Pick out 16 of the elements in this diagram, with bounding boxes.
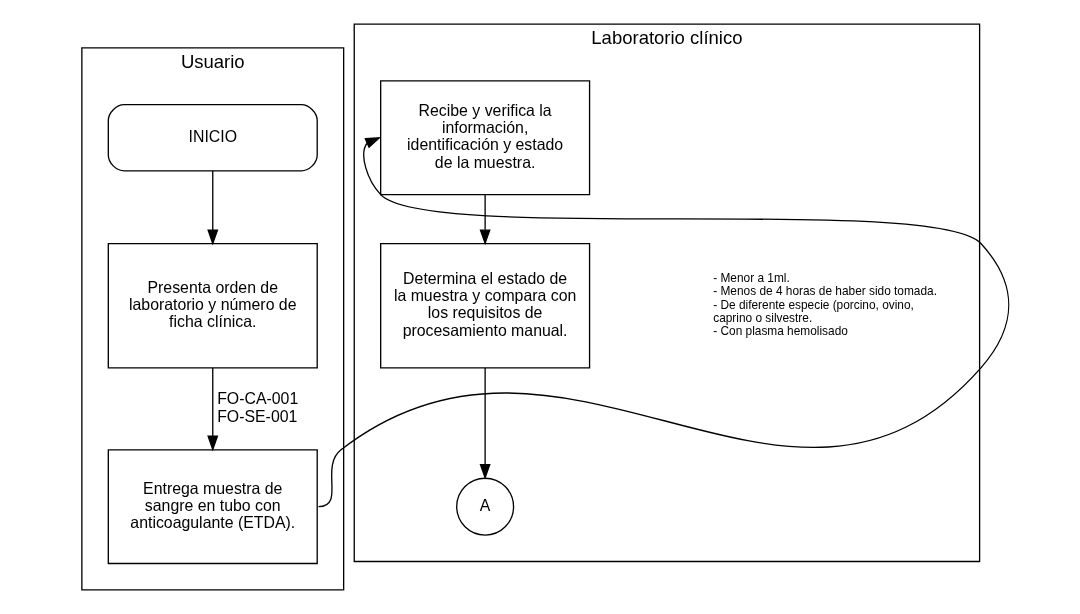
node-box: Recibe y verifica la información, identificación y estado de la muestra. [380, 80, 591, 196]
arrow [479, 367, 491, 480]
node-box: Entrega muestra de sangre en tubo con anticoagulante (ETDA). [107, 449, 318, 565]
node-box: INICIO [107, 104, 318, 172]
arrow [479, 194, 491, 246]
node-label: - Menor a 1ml. [713, 271, 790, 286]
node-circle: A [456, 477, 515, 536]
arrow [207, 170, 219, 246]
node-box: Determina el estado de la muestra y compara con los requisitos de procesamiento manual. [380, 242, 591, 369]
node-box: Presenta orden de laboratorio y número de ficha clínica. [107, 242, 318, 369]
arrow [207, 367, 219, 452]
node-label: - De diferente especie (porcino, ovino, caprino o silvestre. [713, 297, 914, 325]
arrow [317, 136, 1010, 508]
edge-label: FO-CA-001 FO-SE-001 [217, 390, 299, 425]
node-label: - Con plasma hemolisado [713, 324, 848, 339]
node-label: - Menos de 4 horas de haber sido tomada. [713, 284, 937, 299]
